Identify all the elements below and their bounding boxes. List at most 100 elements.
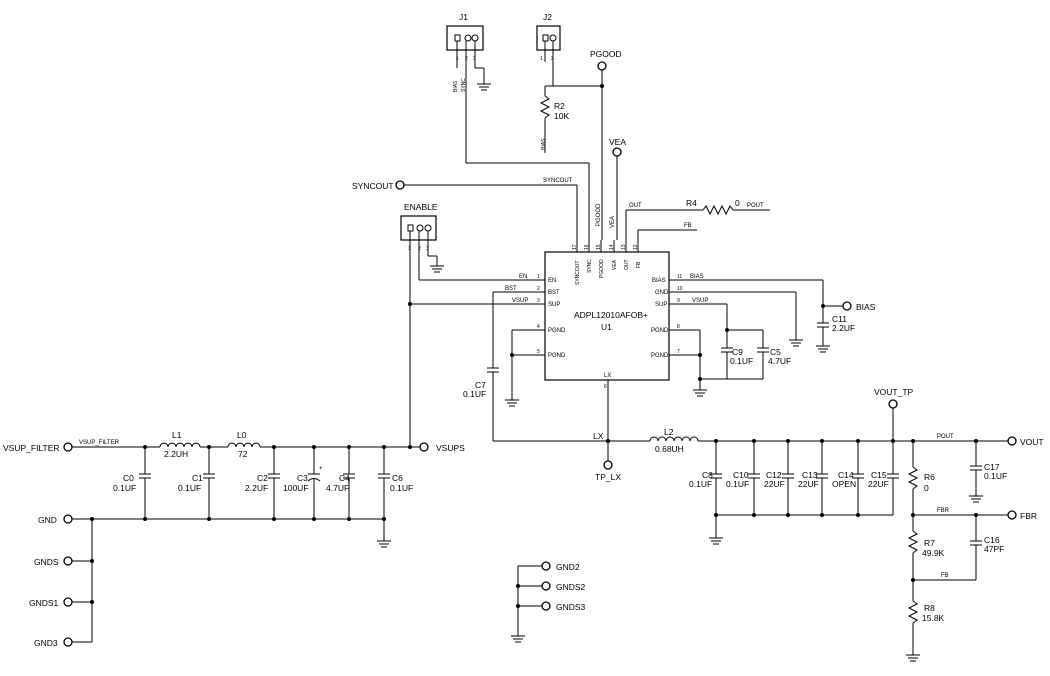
net-pout: POUT: [937, 434, 954, 440]
net-fbr: FBR: [937, 508, 950, 514]
capacitor-c7: C7 0.1UF: [463, 367, 499, 441]
ground-symbol: [511, 635, 525, 643]
pin-name: PGND: [548, 353, 566, 359]
ic-top-pins: 17 16 15 14 13 12 SYNCOUT SYNC PGOOD VEA…: [572, 240, 642, 285]
net-fb-top: FB: [684, 223, 692, 229]
c14-refdes: C14: [838, 470, 854, 480]
port-vout-tp[interactable]: [888, 399, 898, 409]
r2-refdes: R2: [554, 101, 565, 111]
net-vsup-right: VSUP: [692, 298, 708, 304]
pin-name: OUT: [624, 259, 630, 270]
c17-refdes: C17: [984, 462, 1000, 472]
c13-refdes: C13: [802, 470, 818, 480]
ground-symbol: [969, 495, 983, 503]
pin-num: 10: [677, 286, 683, 292]
c13-value: 22UF: [798, 479, 819, 489]
pin-num: 12: [633, 244, 639, 250]
j1-bias-label: BIAS: [453, 80, 459, 92]
ground-symbol: [789, 339, 803, 347]
port-fbr[interactable]: [1007, 510, 1017, 520]
inductor-l0: L0 72: [227, 430, 261, 459]
port-fbr-label: FBR: [1020, 511, 1037, 521]
c11-refdes: C11: [832, 314, 847, 324]
pin-name: SUP: [548, 302, 560, 308]
ground-symbol: [906, 654, 920, 662]
port-gnds3[interactable]: [541, 601, 551, 611]
net-vea: VEA: [610, 216, 616, 228]
c6-value: 0.1UF: [390, 483, 413, 493]
c4-value: 4.7UF: [326, 483, 349, 493]
net-bias-right: BIAS: [690, 274, 704, 280]
net-bias-r2: BIAS: [541, 138, 547, 150]
c2-refdes: C2: [257, 473, 268, 483]
ground-symbol: [505, 399, 519, 407]
port-vout-tp-label: VOUT_TP: [874, 387, 914, 397]
pin-name: LX: [604, 373, 611, 379]
port-gnds[interactable]: [63, 556, 73, 566]
resistor-r2: R2 10K BIAS: [539, 86, 569, 153]
port-vea[interactable]: [612, 147, 622, 157]
port-syncout[interactable]: [395, 180, 405, 190]
port-gnd2[interactable]: [541, 561, 551, 571]
capacitor-c16: C16 47PF: [970, 515, 1004, 580]
l1-value: 2.2UH: [164, 449, 188, 459]
capacitor-c12: C12 22UF: [764, 441, 794, 515]
resistor-r7: R7 49.9K: [907, 530, 945, 558]
pin-name: SYNC: [587, 259, 593, 273]
port-gnd3[interactable]: [63, 637, 73, 647]
ground-symbol: [816, 345, 830, 353]
port-pgood[interactable]: [597, 61, 607, 71]
port-vsup-filter[interactable]: [63, 442, 73, 452]
port-vout[interactable]: [1007, 436, 1017, 446]
port-vout-label: VOUT: [1020, 437, 1044, 447]
port-gnds2-label: GNDS2: [556, 582, 586, 592]
c8-refdes: C8: [702, 470, 713, 480]
pin-name: VEA: [612, 259, 618, 270]
c17-value: 0.1UF: [984, 471, 1007, 481]
c7-value: 0.1UF: [463, 389, 486, 399]
c9-refdes: C9: [732, 347, 743, 357]
pin-name: SUP: [655, 302, 667, 308]
port-gnds1[interactable]: [63, 597, 73, 607]
c16-value: 47PF: [984, 544, 1004, 554]
inductor-l2: L2 0.68UH: [649, 427, 699, 454]
port-gnd[interactable]: [63, 514, 73, 524]
c5-value: 4.7UF: [768, 356, 791, 366]
port-tp-lx-label: TP_LX: [595, 472, 621, 482]
pin-num: 5: [537, 349, 540, 355]
r8-refdes: R8: [924, 603, 935, 613]
capacitor-c13: C13 22UF: [798, 441, 828, 515]
port-gnds2[interactable]: [541, 581, 551, 591]
pin-name: PGOOD: [599, 259, 605, 278]
port-gnds1-label: GNDS1: [29, 598, 59, 608]
port-bias[interactable]: [842, 301, 852, 311]
c9-value: 0.1UF: [730, 356, 753, 366]
capacitor-c0: C0 0.1UF: [113, 447, 151, 519]
ground-symbol: [377, 540, 391, 548]
j1-refdes: J1: [459, 12, 468, 22]
pin-num: 7: [677, 349, 680, 355]
r2-value: 10K: [554, 111, 569, 121]
c14-value: OPEN: [832, 479, 856, 489]
c3-refdes: C3: [297, 473, 308, 483]
c1-value: 0.1UF: [178, 483, 201, 493]
r7-value: 49.9K: [922, 548, 945, 558]
port-tp-lx[interactable]: [603, 460, 613, 470]
ground-symbol: [693, 389, 707, 397]
pin-num: 11: [677, 274, 682, 280]
c8-value: 0.1UF: [689, 479, 712, 489]
connector-j1: J1 1 2 3 BIAS SYNC: [446, 12, 485, 92]
ground-symbol: [430, 265, 444, 273]
port-vea-label: VEA: [609, 137, 626, 147]
capacitor-c2: C2 2.2UF: [245, 447, 280, 519]
j2-refdes: J2: [543, 12, 552, 22]
c3-value: 100UF: [283, 483, 309, 493]
j1-sync-label: SYNC: [461, 78, 467, 92]
port-vsups[interactable]: [419, 442, 429, 452]
pin-name: PGND: [548, 328, 566, 334]
l2-value: 0.68UH: [655, 444, 684, 454]
port-gnds3-label: GNDS3: [556, 602, 586, 612]
pin-name: GND: [655, 290, 669, 296]
connector-enable: ENABLE 1 2 3: [400, 202, 438, 446]
